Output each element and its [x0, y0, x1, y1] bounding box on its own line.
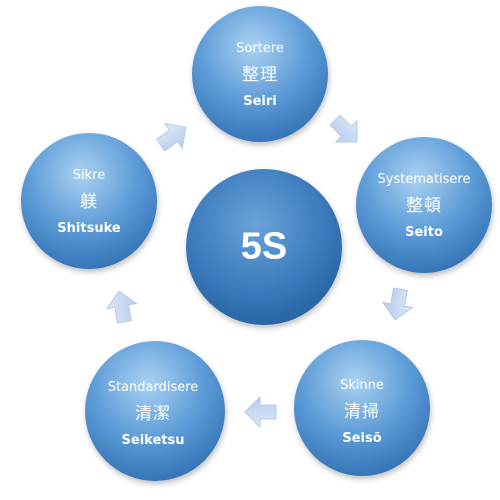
- step-kanji: 清潔: [135, 404, 171, 424]
- step-romaji: Seisō: [342, 431, 382, 446]
- step-name: Systematisere: [377, 172, 471, 187]
- step-circle-skinne: [294, 340, 430, 476]
- step-standardisere: Standardisere 清潔 Seiketsu: [108, 381, 199, 447]
- step-skinne: Skinne 清掃 Seisō: [340, 379, 384, 445]
- step-romaji: Shitsuke: [57, 221, 121, 236]
- arrow-sikre-to-sortere: [155, 122, 187, 152]
- step-circle-standardisere: [85, 341, 225, 481]
- arrow-skinne-to-standardisere: [244, 395, 277, 429]
- step-sikre: Sikre 躾 Shitsuke: [57, 169, 120, 235]
- step-circle-sikre: [21, 133, 157, 269]
- step-kanji: 清掃: [344, 402, 380, 422]
- step-name: Sortere: [236, 41, 284, 56]
- cycle-arrows: [105, 114, 414, 429]
- step-kanji: 整頓: [405, 196, 442, 216]
- step-systematisere: Systematisere 整頓 Seito: [378, 173, 471, 239]
- arrow-standardisere-to-sikre: [105, 290, 138, 324]
- step-romaji: Seiketsu: [121, 433, 185, 448]
- step-romaji: Seito: [405, 225, 443, 240]
- step-name: Sikre: [72, 168, 106, 183]
- arrow-systematisere-to-skinne: [381, 287, 414, 321]
- center-label: 5S: [240, 225, 288, 268]
- step-circle-systematisere: [356, 137, 492, 273]
- step-name: Standardisere: [107, 380, 199, 395]
- step-circle-sortere: [192, 6, 328, 142]
- step-kanji: 躾: [80, 192, 98, 212]
- arrow-sortere-to-systematisere: [329, 114, 358, 143]
- step-sortere: Sortere 整理 Seiri: [236, 42, 284, 108]
- step-name: Skinne: [340, 378, 384, 393]
- step-romaji: Seiri: [243, 94, 277, 109]
- step-kanji: 整理: [241, 65, 278, 85]
- center-circle: [186, 169, 342, 325]
